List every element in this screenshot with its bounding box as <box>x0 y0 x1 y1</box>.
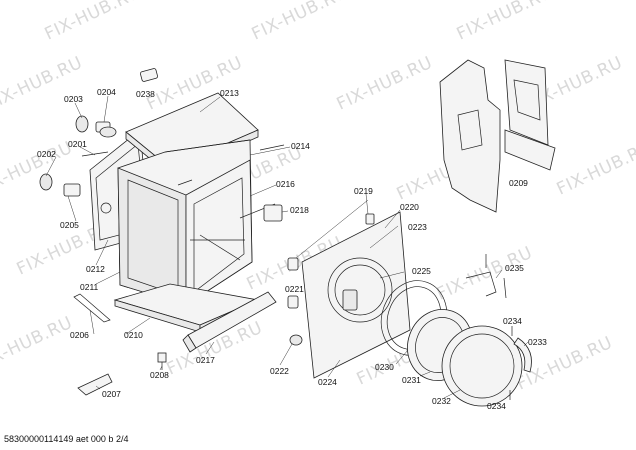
watermark: FIX-HUB.RU <box>554 138 636 200</box>
part-label: 0234 <box>487 401 506 411</box>
part-label: 0203 <box>64 94 83 104</box>
small-parts-right <box>287 213 532 400</box>
part-label: 0204 <box>97 87 116 97</box>
part-label: 0234 <box>503 316 522 326</box>
watermark: FIX-HUB.RU <box>249 0 351 45</box>
part-labels: 0203 0204 0238 0213 0202 0201 0214 0216 … <box>37 87 547 411</box>
part-label: 0209 <box>509 178 528 188</box>
watermark: FIX-HUB.RU <box>454 0 556 45</box>
part-label: 0222 <box>270 366 289 376</box>
part-label: 0232 <box>432 396 451 406</box>
part-label: 0205 <box>60 220 79 230</box>
part-label: 0207 <box>102 389 121 399</box>
part-label: 0202 <box>37 149 56 159</box>
part-label: 0201 <box>68 139 87 149</box>
part-label: 0210 <box>124 330 143 340</box>
part-label: 0231 <box>402 375 421 385</box>
part-label: 0213 <box>220 88 239 98</box>
part-label: 0206 <box>70 330 89 340</box>
part-label: 0216 <box>276 179 295 189</box>
small-parts-left <box>39 68 285 396</box>
door-ring <box>441 325 523 407</box>
part-label: 0225 <box>412 266 431 276</box>
plinth <box>182 291 277 353</box>
part-label: 0217 <box>196 355 215 365</box>
part-label: 0223 <box>408 222 427 232</box>
part-label: 0224 <box>318 377 337 387</box>
watermark: FIX-HUB.RU <box>42 0 144 45</box>
part-label: 0230 <box>375 362 394 372</box>
part-label: 0219 <box>354 186 373 196</box>
document-id-footer: 58300000114149 aet 000 b 2/4 <box>4 434 129 444</box>
cabinet <box>117 139 253 306</box>
part-label: 0233 <box>528 337 547 347</box>
part-label: 0208 <box>150 370 169 380</box>
watermark: FIX-HUB.RU <box>0 53 86 115</box>
watermark: FIX-HUB.RU <box>334 53 436 115</box>
part-label: 0214 <box>291 141 310 151</box>
part-label: 0235 <box>505 263 524 273</box>
part-label: 0211 <box>80 282 99 292</box>
watermark: FIX-HUB.RU <box>0 313 76 375</box>
part-label: 0238 <box>136 89 155 99</box>
front-panel <box>301 211 411 379</box>
part-label: 0221 <box>285 284 304 294</box>
leader-lines <box>45 95 529 399</box>
part-label: 0220 <box>400 202 419 212</box>
part-label: 0212 <box>86 264 105 274</box>
insulation-set <box>439 59 556 213</box>
part-label: 0218 <box>290 205 309 215</box>
